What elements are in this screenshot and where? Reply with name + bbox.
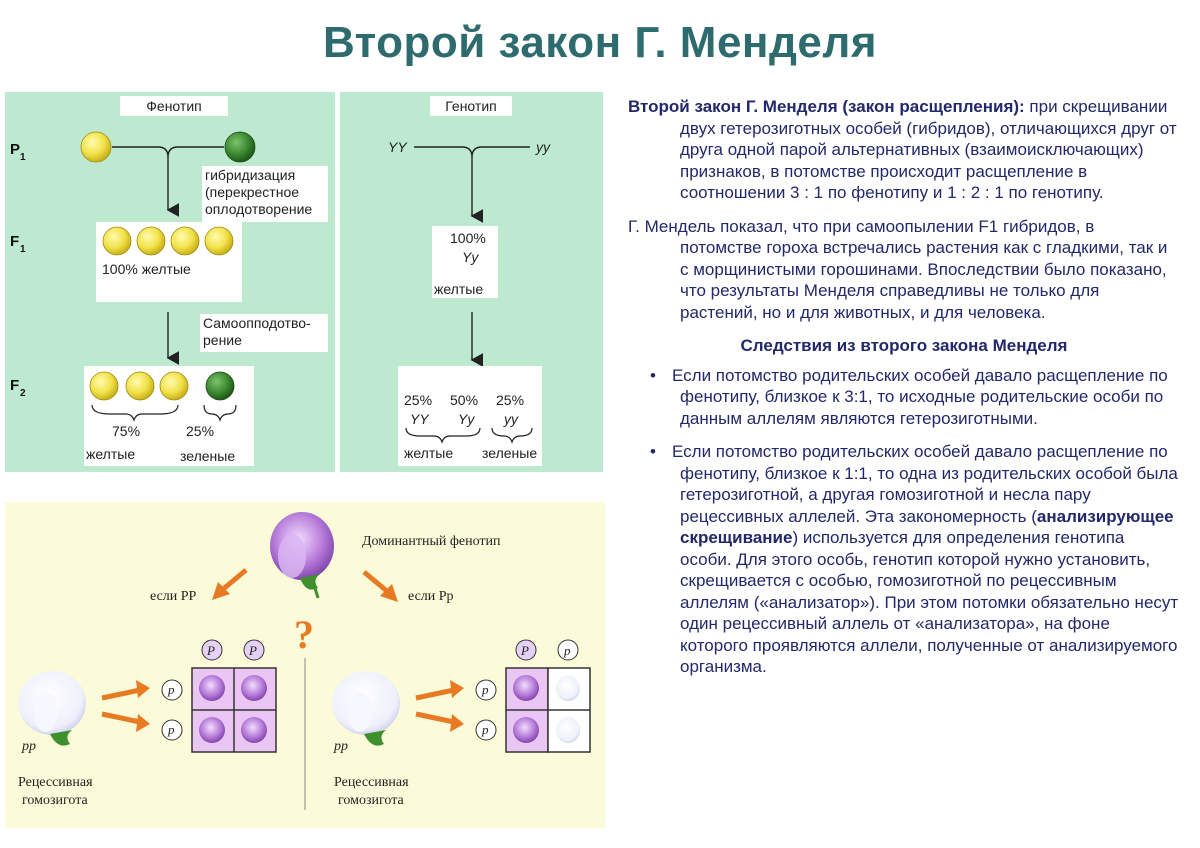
gen-label-f2: F [10, 377, 19, 394]
svg-text:желтые: желтые [434, 281, 483, 297]
gen-label-f1: F [10, 233, 19, 250]
mendel-cross-diagram: Фенотип P 1 F 1 F 2 гибридизация (перекр… [5, 92, 603, 472]
svg-text:YY: YY [388, 139, 408, 155]
svg-text:Рецессивная гомозигота: Рецессивная гомозигота [334, 775, 412, 808]
explanation-text: Второй закон Г. Менделя (закон расщеплен… [628, 96, 1180, 690]
svg-text:pp: pp [21, 739, 36, 754]
svg-text:Самоопподотво- рение: Самоопподотво- рение [203, 315, 315, 348]
svg-text:25%: 25% [186, 423, 214, 439]
phenotype-header: Фенотип [146, 98, 201, 114]
white-flower-icon [18, 671, 86, 746]
purple-flower-icon [270, 512, 334, 599]
svg-text:если PP: если PP [150, 589, 197, 604]
question-mark: ? [294, 612, 314, 657]
svg-text:1: 1 [20, 152, 26, 163]
svg-text:P: P [520, 643, 529, 658]
svg-text:Доминантный фенотип: Доминантный фенотип [362, 534, 501, 549]
svg-text:yy: yy [535, 139, 551, 155]
gen-label-p: P [10, 141, 20, 158]
page-title: Второй закон Г. Менделя [322, 18, 878, 67]
svg-text:p: p [167, 722, 175, 737]
white-flower-icon [332, 671, 400, 746]
f1-caption: 100% желтые [102, 261, 191, 277]
svg-text:если Pp: если Pp [408, 589, 454, 604]
svg-text:p: p [481, 682, 489, 697]
svg-text:YY: YY [410, 411, 430, 427]
svg-text:50%: 50% [450, 392, 478, 408]
pea-yellow-icon [80, 131, 112, 163]
svg-text:P: P [248, 643, 257, 658]
svg-text:yy: yy [503, 411, 519, 427]
svg-text:100%: 100% [450, 230, 486, 246]
mendel-paragraph: Г. Мендель показал, что при самоопылении… [628, 216, 1168, 322]
svg-text:зеленые: зеленые [482, 445, 537, 461]
svg-text:pp: pp [333, 739, 348, 754]
test-cross-diagram: Доминантный фенотип если PP если Pp ? pp… [5, 502, 605, 828]
svg-text:желтые: желтые [404, 445, 453, 461]
svg-text:Рецессивная гомозигота: Рецессивная гомозигота [18, 775, 96, 808]
svg-text:2: 2 [20, 388, 26, 399]
law-paragraph: Второй закон Г. Менделя (закон расщеплен… [628, 97, 1177, 202]
list-item: •Если потомство родительских особей дава… [650, 442, 1179, 676]
svg-text:Yy: Yy [458, 411, 475, 427]
svg-text:75%: 75% [112, 423, 140, 439]
svg-text:желтые: желтые [86, 446, 135, 462]
svg-text:Yy: Yy [462, 249, 479, 265]
svg-text:p: p [563, 643, 571, 658]
svg-text:p: p [481, 722, 489, 737]
svg-text:P: P [206, 643, 215, 658]
pea-green-icon [224, 131, 256, 163]
consequences-heading: Следствия из второго закона Менделя [740, 336, 1068, 355]
genotype-header: Генотип [445, 98, 496, 114]
svg-text:зеленые: зеленые [180, 448, 235, 464]
svg-text:1: 1 [20, 244, 26, 255]
svg-text:гибридизация (перекрестное: гибридизация (перекрестное оплодотворени… [205, 167, 312, 217]
svg-text:p: p [167, 682, 175, 697]
svg-text:25%: 25% [496, 392, 524, 408]
svg-text:25%: 25% [404, 392, 432, 408]
list-item: •Если потомство родительских особей дава… [650, 365, 1168, 428]
